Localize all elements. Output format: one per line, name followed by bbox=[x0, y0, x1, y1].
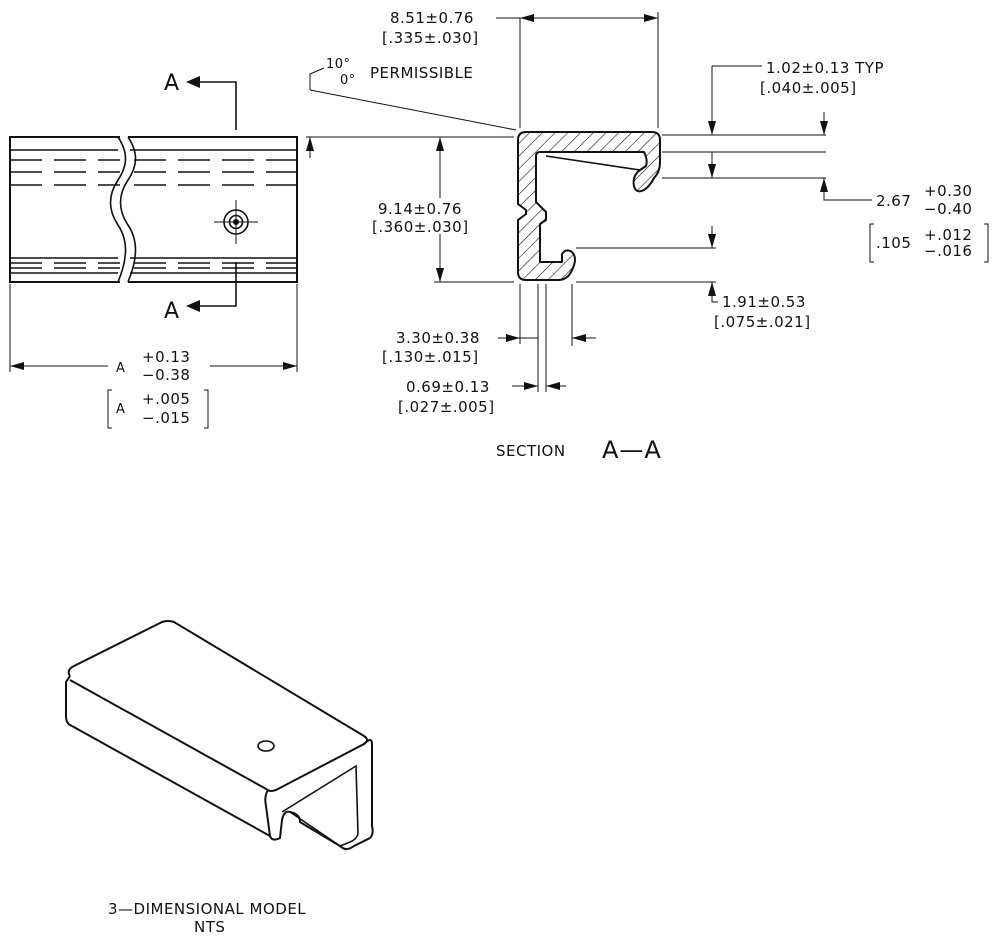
width-in-label: [.335±.030] bbox=[382, 29, 479, 47]
isometric-model: 3—DIMENSIONAL MODEL NTS bbox=[65, 620, 374, 936]
height-mm-label: 9.14±0.76 bbox=[378, 200, 462, 218]
lip-mm-nominal: 2.67 bbox=[876, 192, 911, 210]
model-inner-lip bbox=[289, 811, 347, 851]
model-top-face bbox=[67, 620, 368, 745]
section-arrow-bottom bbox=[186, 300, 200, 312]
width-arrow-left bbox=[520, 14, 534, 22]
lip-arrow-lower bbox=[708, 234, 716, 248]
model-front-top-edge bbox=[69, 679, 269, 791]
angle-leader bbox=[309, 89, 517, 131]
slot-arrow-left bbox=[524, 382, 538, 390]
section-label-bottom: A bbox=[164, 299, 180, 324]
section-cut-line-bottom bbox=[188, 262, 237, 307]
lip-in-plus: +.012 bbox=[924, 226, 972, 244]
height-in-label: [.360±.030] bbox=[372, 218, 469, 236]
section-caption-id: A—A bbox=[602, 436, 662, 464]
length-letter: A bbox=[116, 361, 125, 376]
length-letter-in: A bbox=[116, 402, 125, 417]
lip-dim-leader bbox=[823, 178, 872, 201]
depth-arrow bbox=[506, 334, 520, 342]
length-plus-in: +.005 bbox=[142, 390, 190, 408]
lip-arrow-leader bbox=[820, 178, 828, 192]
section-label-top: A bbox=[164, 71, 180, 96]
model-caption-line2: NTS bbox=[194, 918, 225, 936]
lip-mm-plus: +0.30 bbox=[924, 182, 972, 200]
side-view: A A A +0.13 −0.38 A +.005 −.015 bbox=[9, 71, 298, 429]
length-inch-bracket-right bbox=[204, 389, 209, 429]
angle-upper: 10° bbox=[326, 57, 351, 72]
side-view-outline-left bbox=[9, 136, 120, 283]
lip-mm-minus: −0.40 bbox=[924, 200, 972, 218]
lip-inch-bracket-left bbox=[869, 223, 874, 263]
slot-in-label: [.027±.005] bbox=[398, 398, 495, 416]
wall-arrow-top bbox=[708, 121, 716, 135]
side-view-outline-right bbox=[128, 136, 298, 283]
wall-in-label: [.040±.005] bbox=[760, 79, 857, 97]
length-arrow-right bbox=[283, 362, 297, 370]
model-caption-line1: 3—DIMENSIONAL MODEL bbox=[108, 900, 306, 918]
height-arrow-top bbox=[436, 137, 444, 151]
model-front-bottom-edge bbox=[71, 725, 271, 837]
model-left-end bbox=[65, 675, 73, 727]
length-plus-mm: +0.13 bbox=[142, 348, 190, 366]
model-mounting-hole bbox=[257, 740, 275, 752]
angle-lower: 0° bbox=[340, 73, 356, 88]
inner-flange-edge bbox=[545, 155, 641, 171]
section-cut-line-top bbox=[188, 81, 237, 130]
width-mm-label: 8.51±0.76 bbox=[390, 9, 474, 27]
angle-note-text: PERMISSIBLE bbox=[370, 64, 473, 82]
height-arrow-bottom bbox=[436, 268, 444, 282]
gap-in-label: [.075±.021] bbox=[714, 313, 811, 331]
break-line-right bbox=[119, 136, 137, 283]
depth-mm-label: 3.30±0.38 bbox=[396, 329, 480, 347]
break-line-left bbox=[109, 136, 127, 283]
lip-in-minus: −.016 bbox=[924, 242, 972, 260]
depth-in-label: [.130±.015] bbox=[382, 348, 479, 366]
height-label-bg bbox=[374, 198, 498, 234]
wall-mm-label: 1.02±0.13 TYP bbox=[766, 59, 884, 77]
angle-note-leader bbox=[309, 67, 325, 90]
length-arrow-left bbox=[10, 362, 24, 370]
section-arrow-top bbox=[186, 76, 200, 88]
slot-mm-label: 0.69±0.13 bbox=[406, 378, 490, 396]
section-profile bbox=[517, 131, 661, 281]
model-end-profile-inner bbox=[281, 764, 359, 847]
length-inch-bracket-left bbox=[107, 389, 112, 429]
length-minus-in: −.015 bbox=[142, 409, 190, 427]
gap-arrow bbox=[708, 282, 716, 296]
lip-arrow-upper bbox=[708, 164, 716, 178]
lip-inch-bracket-right bbox=[984, 223, 989, 263]
gap-arrow-horizontal bbox=[572, 334, 586, 342]
lip-in-nominal: .105 bbox=[876, 234, 911, 252]
section-view: 8.51±0.76 [.335±.030] 10° 0° PERMISSIBLE… bbox=[306, 9, 989, 464]
gap-mm-label: 1.91±0.53 bbox=[722, 293, 806, 311]
slot-arrow-right bbox=[546, 382, 560, 390]
wall-arrow-right bbox=[820, 121, 828, 135]
length-minus-mm: −0.38 bbox=[142, 366, 190, 384]
width-arrow-right bbox=[644, 14, 658, 22]
section-caption-word: SECTION bbox=[496, 442, 566, 460]
